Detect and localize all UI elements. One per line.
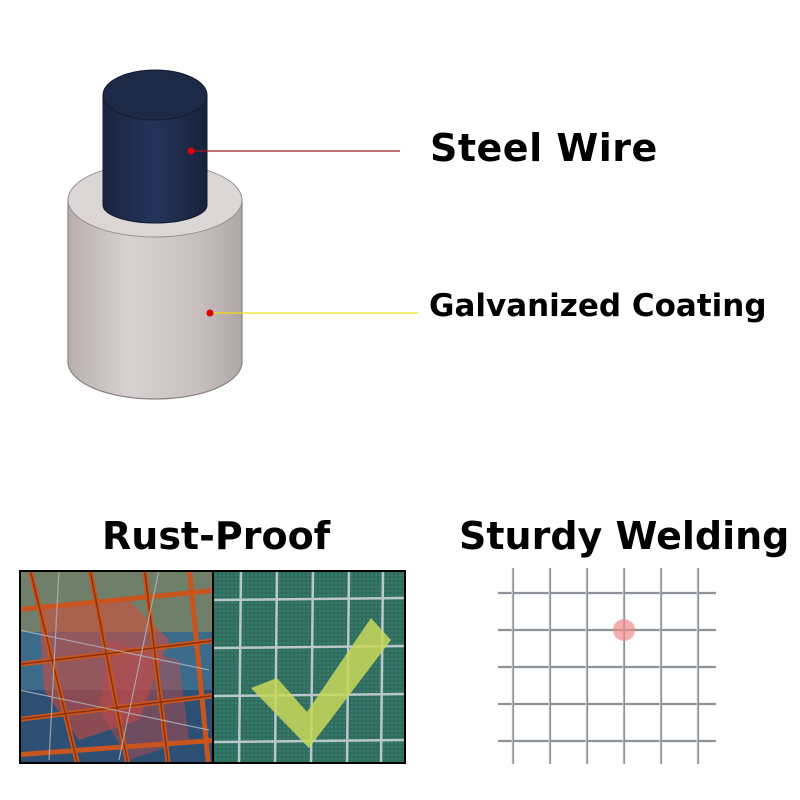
coating-marker	[206, 309, 214, 317]
steel-wire-label: Steel Wire	[430, 126, 658, 170]
rusty-mesh-photo	[21, 572, 212, 762]
sturdy-welding-heading: Sturdy Welding	[459, 514, 790, 558]
steel-wire-core	[102, 69, 208, 224]
galvanized-coating-label: Galvanized Coating	[429, 288, 767, 324]
welded-mesh-grid-image	[498, 568, 716, 764]
steel-wire-marker	[187, 147, 195, 155]
rust-proof-comparison-image	[19, 570, 406, 764]
wire-cross-section-diagram	[67, 69, 418, 400]
check-mark-icon	[251, 618, 391, 748]
galvanized-mesh-photo	[214, 572, 404, 762]
weld-point-highlight	[613, 619, 635, 641]
rust-proof-heading: Rust-Proof	[102, 514, 331, 558]
